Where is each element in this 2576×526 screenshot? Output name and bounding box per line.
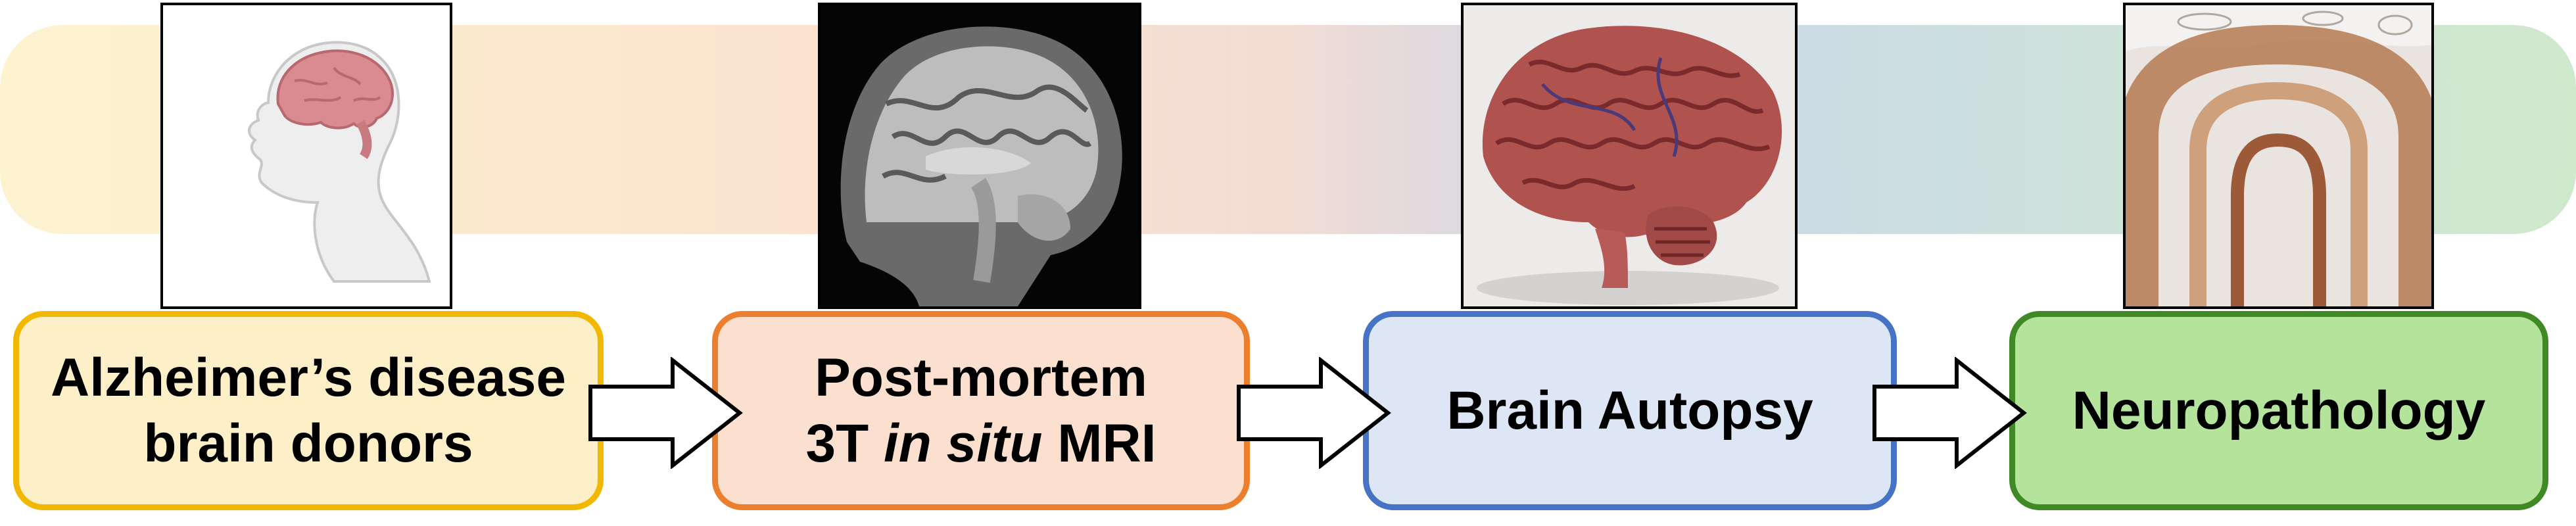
step-4-line-1: Neuropathology <box>2072 380 2486 441</box>
sagittal-mri-scan-icon <box>818 3 1141 309</box>
workflow-background-band <box>0 25 2576 234</box>
step-1-line-2: brain donors <box>143 413 473 473</box>
step-neuropathology: Neuropathology <box>2009 311 2548 510</box>
histology-section-image-icon <box>2123 3 2434 309</box>
step-alzheimers-brain-donors: Alzheimer’s disease brain donors <box>13 311 604 510</box>
right-arrow-icon <box>587 357 745 469</box>
step-post-mortem-mri: Post-mortem 3T in situ MRI <box>712 311 1250 510</box>
step-2-line-2-prefix: 3T <box>805 413 884 473</box>
step-3-line-1: Brain Autopsy <box>1446 380 1813 441</box>
step-2-line-1: Post-mortem <box>815 347 1147 408</box>
step-2-line-2-suffix: MRI <box>1042 413 1157 473</box>
right-arrow-icon <box>1235 357 1393 469</box>
step-brain-autopsy: Brain Autopsy <box>1363 311 1897 510</box>
step-1-line-1: Alzheimer’s disease <box>51 347 566 408</box>
autopsy-brain-photo-icon <box>1461 3 1798 309</box>
head-brain-illustration-icon <box>160 3 452 309</box>
step-2-line-2-italic: in situ <box>883 413 1043 473</box>
right-arrow-icon <box>1871 357 2029 469</box>
step-2-line-2: 3T in situ MRI <box>805 411 1156 477</box>
